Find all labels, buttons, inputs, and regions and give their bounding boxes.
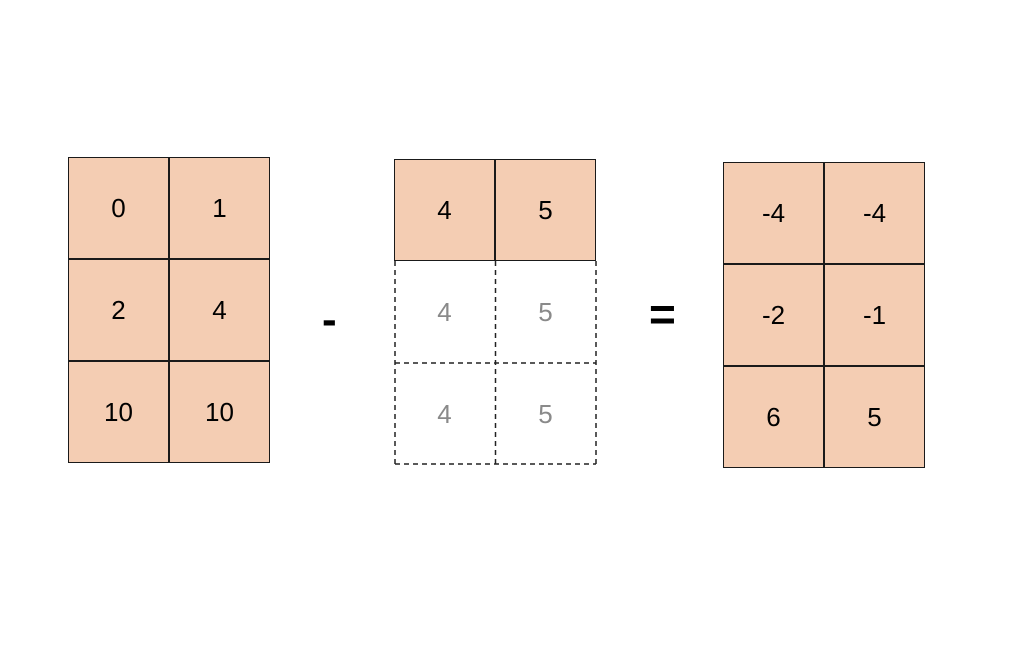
result-cell: -2 (723, 264, 824, 366)
result-cell: -4 (723, 162, 824, 264)
matrix-b-broadcast-cell: 5 (538, 296, 553, 327)
result-cell: -4 (824, 162, 925, 264)
matrix-b-cell: 4 (394, 159, 495, 261)
matrix-a-cell: 2 (68, 259, 169, 361)
matrix-b: 4 5 4 5 4 5 (394, 159, 597, 465)
result-cell: -1 (824, 264, 925, 366)
equals-operator: = (649, 288, 676, 340)
matrix-b-cell: 5 (495, 159, 596, 261)
matrix-a-cell: 10 (68, 361, 169, 463)
matrix-result: -4 -4 -2 -1 6 5 (723, 162, 926, 468)
minus-operator: - (322, 295, 337, 344)
result-cell: 6 (723, 366, 824, 468)
matrix-b-broadcast-cell: 4 (437, 296, 452, 327)
matrix-b-broadcast-cell: 4 (437, 398, 452, 429)
matrix-a-cell: 4 (169, 259, 270, 361)
matrix-a-cell: 0 (68, 157, 169, 259)
matrix-a: 0 1 2 4 10 10 (68, 157, 271, 463)
matrix-b-broadcast-cell: 5 (538, 398, 553, 429)
matrix-a-cell: 10 (169, 361, 270, 463)
result-cell: 5 (824, 366, 925, 468)
matrix-a-cell: 1 (169, 157, 270, 259)
